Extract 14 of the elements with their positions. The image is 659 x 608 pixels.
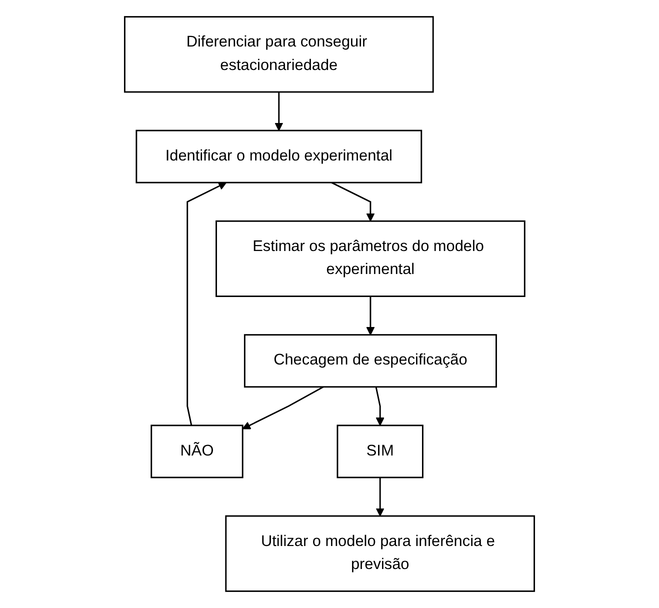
- node-box: Diferenciar para conseguir estacionariedade: [124, 16, 434, 93]
- node-box: Identificar o modelo experimental: [136, 130, 422, 184]
- node-box: NÃO: [150, 424, 244, 478]
- node-box: Utilizar o modelo para inferência e previsão: [225, 515, 536, 592]
- node-box: Estimar os parâmetros do modelo experimental: [216, 220, 526, 298]
- arrow: [274, 92, 284, 131]
- node-box: SIM: [336, 424, 424, 478]
- arrow: [331, 182, 375, 222]
- arrow: [186, 182, 227, 426]
- node-box: Checagem de especificação: [244, 334, 497, 388]
- arrow: [366, 296, 375, 336]
- arrow: [242, 386, 324, 430]
- arrow: [375, 386, 384, 426]
- arrow: [376, 477, 384, 516]
